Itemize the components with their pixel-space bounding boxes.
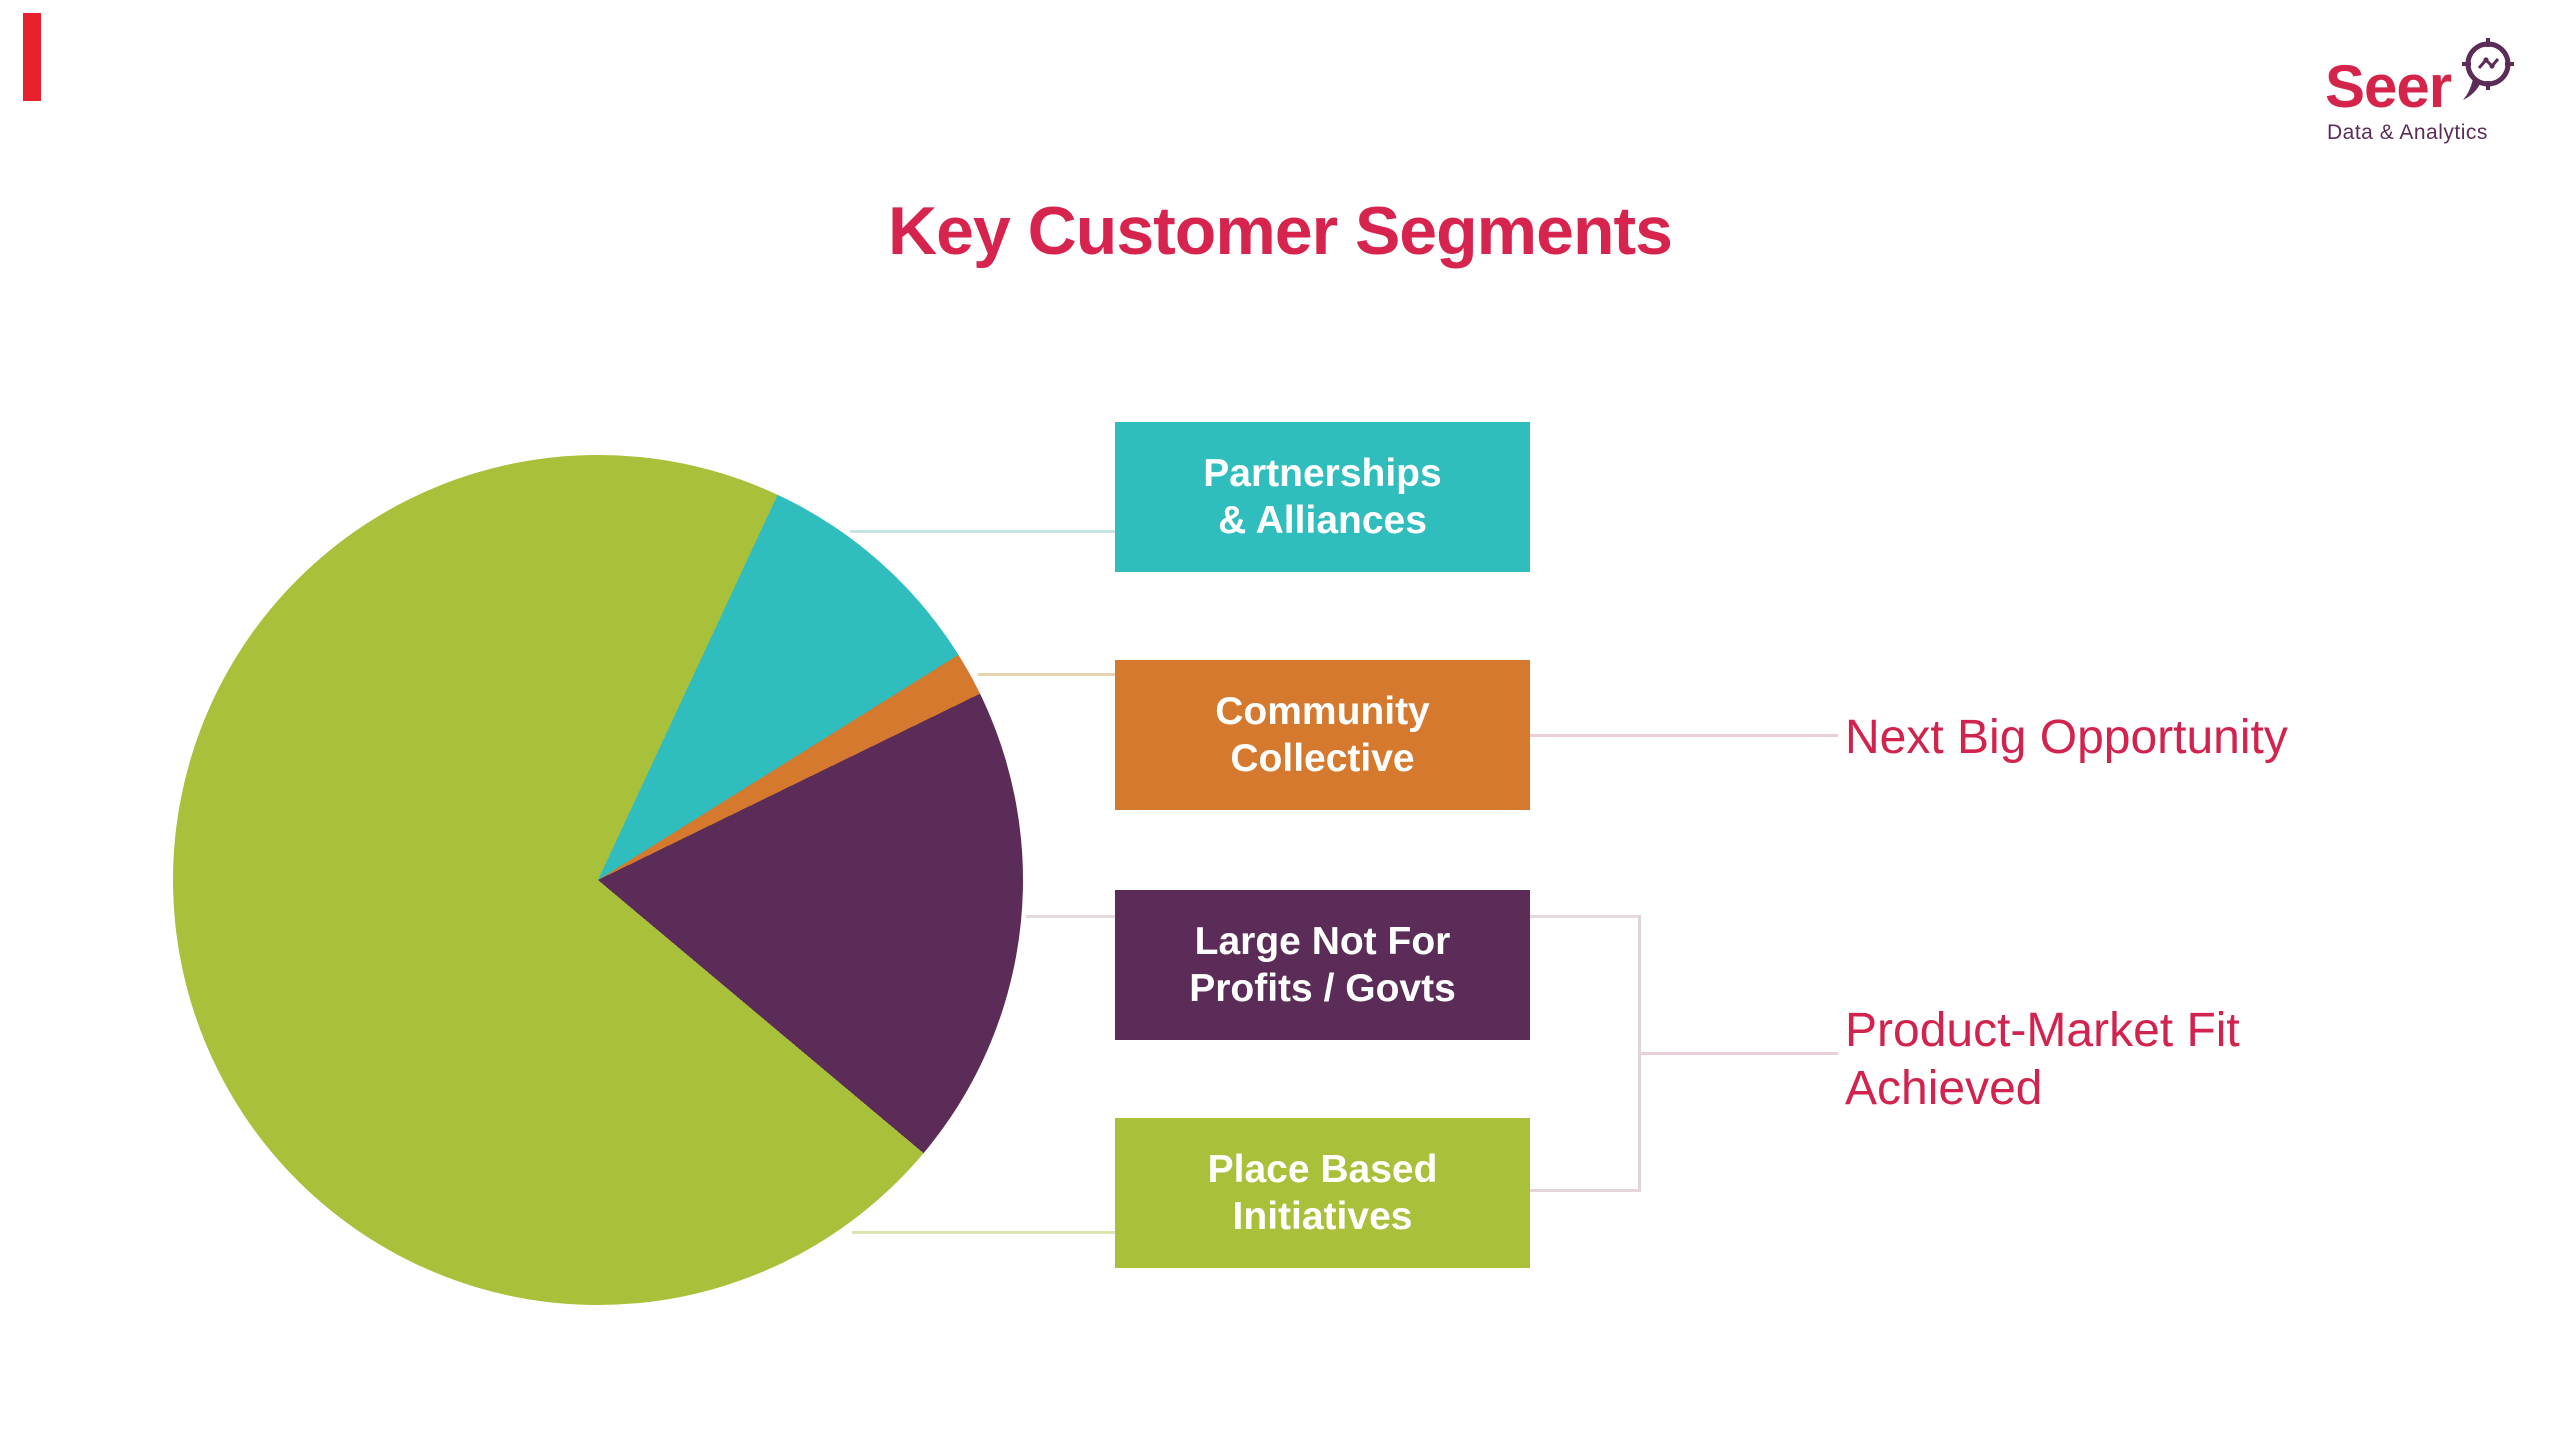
annotation-pmf-line1: Product-Market Fit xyxy=(1845,1004,2240,1057)
annotation-next-big-opportunity: Next Big Opportunity xyxy=(1845,711,2288,764)
pie-chart xyxy=(173,455,1023,1305)
segment-box-community-collective: Community Collective xyxy=(1115,660,1530,810)
logo-brand-text: Seer xyxy=(2325,53,2452,120)
segment-box-partnerships-alliances: Partnerships & Alliances xyxy=(1115,422,1530,572)
logo-tagline-text: Data & Analytics xyxy=(2327,121,2488,144)
leader-line-place-based xyxy=(852,1231,1115,1234)
speech-bubble-chart-icon xyxy=(2462,38,2514,100)
page-title: Key Customer Segments xyxy=(888,193,1673,269)
segment-label-line: Large Not For xyxy=(1194,920,1451,963)
segment-label-line: Partnerships xyxy=(1203,452,1442,495)
leader-line-partnerships xyxy=(850,530,1115,533)
annotation-line-next-big-opportunity xyxy=(1530,734,1838,737)
bracket-line-top xyxy=(1530,915,1640,918)
segment-box-large-not-for-profits: Large Not For Profits / Govts xyxy=(1115,890,1530,1040)
segment-label-line: & Alliances xyxy=(1218,499,1427,542)
segment-label-line: Profits / Govts xyxy=(1189,967,1456,1010)
segment-label-line: Place Based xyxy=(1207,1148,1438,1191)
leader-line-nfp xyxy=(1026,915,1115,918)
bracket-vertical xyxy=(1638,915,1641,1192)
leader-line-community xyxy=(978,673,1115,676)
segment-label-line: Initiatives xyxy=(1232,1195,1413,1238)
bracket-line-bottom xyxy=(1530,1189,1640,1192)
annotation-line-pmf xyxy=(1640,1052,1838,1055)
annotation-pmf-line2: Achieved xyxy=(1845,1062,2043,1115)
segment-box-place-based-initiatives: Place Based Initiatives xyxy=(1115,1118,1530,1268)
accent-bar xyxy=(23,13,41,101)
annotation-product-market-fit: Product-Market Fit Achieved xyxy=(1845,1002,2240,1118)
segment-label-line: Community xyxy=(1215,690,1430,733)
segment-label-line: Collective xyxy=(1230,737,1415,780)
